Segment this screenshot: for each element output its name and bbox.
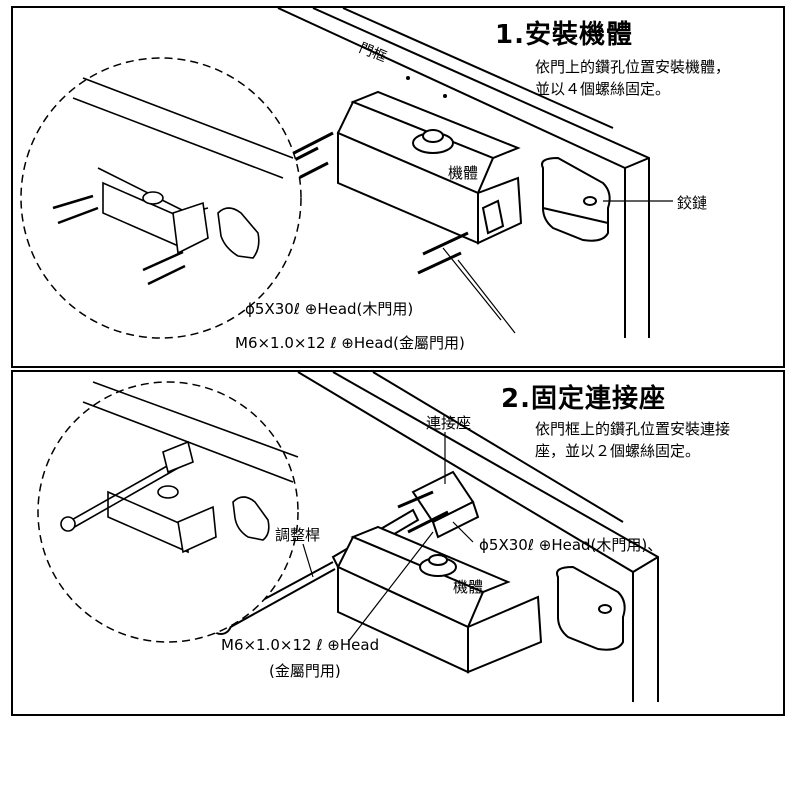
step2-description-line2: 座，並以２個螺絲固定。 (535, 442, 701, 460)
hinge-2 (556, 565, 626, 651)
label-screw-metal: M6×1.0×12 ℓ ⊕Head(金屬門用) (235, 334, 465, 352)
step2-illustration (37, 372, 659, 702)
label-screw-metal-2-line1: M6×1.0×12 ℓ ⊕Head (221, 636, 380, 654)
leader-lines (442, 200, 673, 334)
label-screw-metal-2-line2: (金屬門用) (269, 662, 341, 680)
closer-body-2 (336, 525, 543, 674)
label-closer-body: 機體 (448, 164, 479, 182)
door-frame (277, 8, 650, 338)
step1-description-line2: 並以４個螺絲固定。 (535, 80, 671, 98)
label-closer-body-2: 機體 (453, 578, 484, 596)
detail-inset (20, 57, 302, 339)
step2-description-line1: 依門框上的鑽孔位置安裝連接 (535, 420, 731, 438)
closer-body (336, 90, 523, 245)
label-hinge: 鉸鏈 (677, 194, 708, 212)
door-frame-2 (297, 372, 659, 702)
label-adjustment-arm: 調整桿 (275, 526, 321, 544)
hinge (541, 156, 611, 242)
step2-title: 2.固定連接座 (501, 384, 666, 414)
step1-description: 依門上的鑽孔位置安裝機體， 並以４個螺絲固定。 (535, 56, 775, 100)
leader-lines-2 (302, 432, 474, 643)
step2-description: 依門框上的鑽孔位置安裝連接 座，並以２個螺絲固定。 (535, 418, 783, 462)
step1-description-line1: 依門上的鑽孔位置安裝機體， (535, 58, 731, 76)
step1-panel: 1.安裝機體 依門上的鑽孔位置安裝機體， 並以４個螺絲固定。 門框 機體 鉸鏈 … (11, 6, 785, 368)
step2-panel: 2.固定連接座 依門框上的鑽孔位置安裝連接 座，並以２個螺絲固定。 連接座 調整… (11, 370, 785, 716)
step1-illustration (20, 8, 673, 339)
detail-inset-2 (37, 381, 299, 643)
frame-holes (406, 76, 447, 98)
label-bracket: 連接座 (426, 414, 472, 432)
label-screw-wood-2: ϕ5X30ℓ ⊕Head(木門用)、 (479, 536, 663, 554)
label-screw-wood: ϕ5X30ℓ ⊕Head(木門用) (245, 300, 414, 318)
screws-2 (397, 490, 449, 534)
bracket (411, 470, 480, 539)
step1-title: 1.安裝機體 (495, 20, 633, 50)
